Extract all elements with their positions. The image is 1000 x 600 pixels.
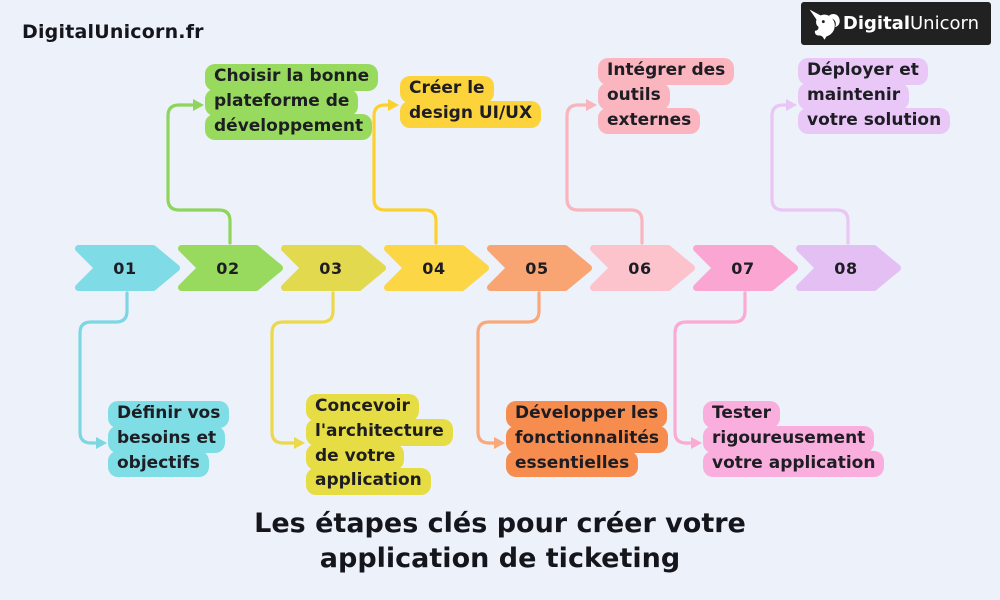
unicorn-icon — [809, 9, 840, 40]
brand-name-bold: Digital — [842, 13, 910, 34]
chevron-step-02 — [178, 245, 283, 291]
main-title-line1: Les étapes clés pour créer votre — [254, 508, 746, 539]
connector-arrowhead-04 — [388, 99, 399, 111]
connector-step-02 — [166, 103, 232, 245]
chevron-step-01 — [75, 245, 180, 291]
chevron-step-07 — [693, 245, 798, 291]
connector-step-08 — [770, 103, 850, 245]
chevron-step-08 — [796, 245, 901, 291]
connector-arrowhead-02 — [193, 99, 204, 111]
chevron-step-06 — [590, 245, 695, 291]
connector-step-05 — [476, 291, 541, 445]
chevron-step-05 — [487, 245, 592, 291]
connector-step-07 — [673, 291, 747, 445]
chevron-step-03 — [281, 245, 386, 291]
connector-arrowhead-06 — [586, 99, 597, 111]
connector-arrowhead-03 — [294, 437, 305, 449]
main-title-line2: application de ticketing — [319, 542, 681, 574]
chevron-step-04 — [384, 245, 489, 291]
connector-arrowhead-01 — [96, 437, 107, 449]
connector-step-04 — [372, 103, 438, 245]
connector-step-06 — [565, 103, 644, 245]
connector-arrowhead-05 — [494, 437, 505, 449]
main-title: Les étapes clés pour créer votre applica… — [0, 507, 1000, 576]
brand-name-regular: Unicorn — [910, 13, 979, 34]
connector-step-03 — [270, 291, 335, 445]
connector-arrowhead-07 — [691, 437, 702, 449]
connector-step-01 — [78, 291, 129, 445]
site-url: DigitalUnicorn.fr — [22, 21, 204, 43]
connector-arrowhead-08 — [786, 99, 797, 111]
